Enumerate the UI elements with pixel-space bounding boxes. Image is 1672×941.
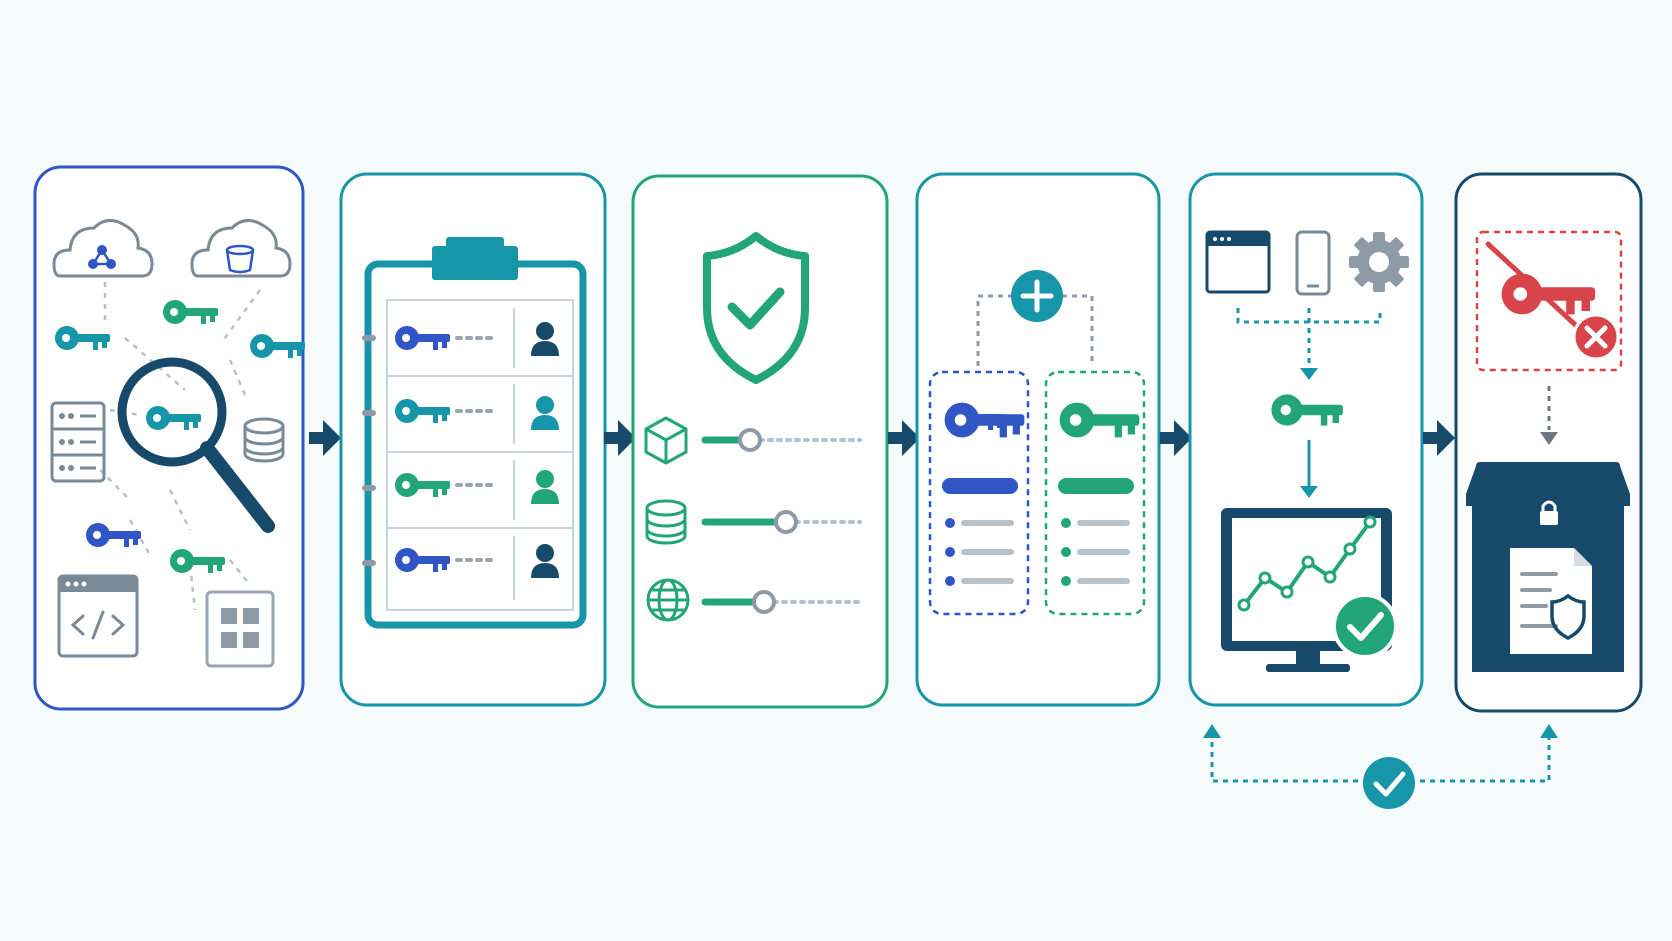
inventory-row — [395, 322, 559, 356]
magnifier-icon — [117, 357, 275, 533]
stage-discovery — [33, 165, 305, 711]
old-key-panel — [928, 370, 1030, 616]
policy-slider — [701, 590, 862, 614]
cloud-hub-icon — [52, 219, 154, 278]
gear-icon — [1349, 232, 1409, 292]
stage-discovery-frame — [33, 165, 305, 711]
stage-monitoring — [1188, 172, 1424, 707]
list-icon — [945, 518, 1130, 586]
app-grid-icon — [205, 590, 275, 668]
revoked-key-panel — [1475, 230, 1623, 372]
inventory-row — [395, 396, 559, 430]
source-merge-connector — [1236, 308, 1382, 370]
policy-slider — [701, 510, 862, 534]
inventory-row — [395, 544, 559, 578]
check-badge-icon — [1332, 593, 1398, 659]
clipboard-icon — [362, 237, 587, 629]
plus-circle-icon — [1011, 270, 1063, 322]
flow-arrow-3 — [888, 420, 920, 456]
policy-slider — [701, 428, 862, 452]
flow-arrow-5 — [1423, 420, 1455, 456]
document-shield-icon — [1510, 548, 1592, 654]
flow-arrow-1 — [309, 420, 341, 456]
stage-revocation — [1454, 172, 1643, 713]
shield-check-icon — [703, 232, 809, 384]
code-window-icon — [57, 574, 139, 658]
mobile-icon — [1295, 230, 1331, 296]
new-key-panel — [1044, 370, 1146, 616]
check-circle-icon — [1363, 757, 1415, 809]
stage-inventory — [339, 172, 607, 707]
stage-rotation-frame — [915, 172, 1161, 707]
browser-icon — [1205, 230, 1271, 294]
x-badge-icon — [1572, 313, 1620, 361]
rotation-connector — [976, 294, 1094, 366]
flow-arrow-4 — [1160, 420, 1192, 456]
cube-icon — [644, 416, 688, 465]
cloud-bucket-icon — [190, 219, 292, 278]
flow-arrow-2 — [604, 420, 636, 456]
stage-rotation — [915, 172, 1161, 707]
globe-icon — [646, 578, 690, 622]
feedback-loop — [1203, 724, 1558, 809]
inventory-row — [395, 470, 559, 504]
server-icon — [50, 401, 106, 483]
stage-policy — [631, 174, 889, 709]
